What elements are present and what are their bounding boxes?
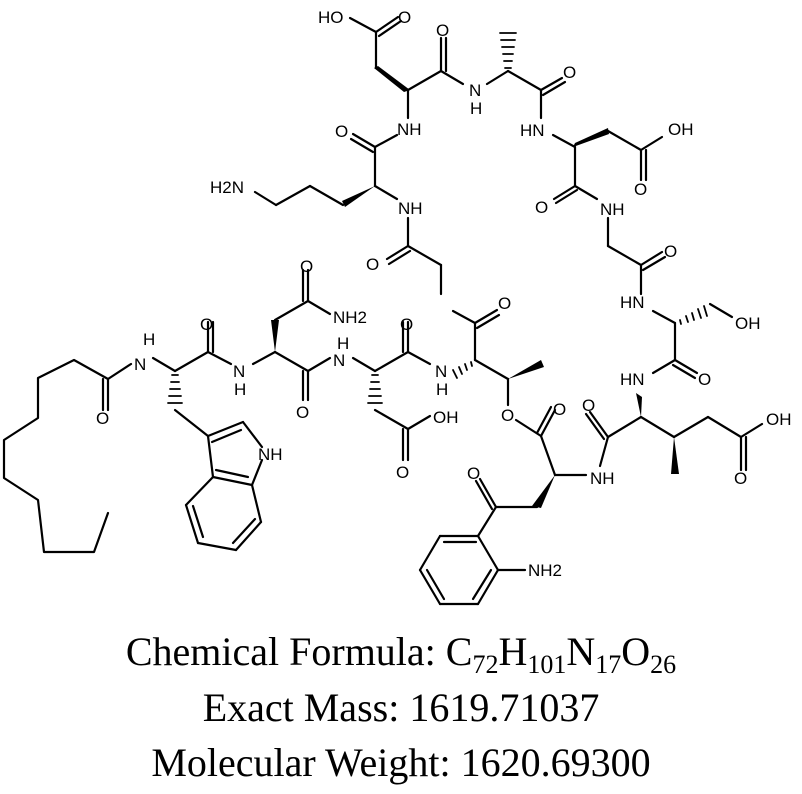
- asp-residue-top: [348, 15, 465, 120]
- orn-residue: [253, 132, 399, 207]
- molecular-structure-diagram: HO O O H N O HN OH O NH O H2N NH O O NH …: [2, 8, 792, 606]
- atom-label: N: [469, 81, 481, 100]
- atom-label: NH2: [528, 561, 562, 580]
- atom-label: O: [553, 400, 566, 419]
- atom-label: HN: [520, 121, 545, 140]
- atom-label: NH: [590, 469, 615, 488]
- atom-label: H: [436, 380, 448, 399]
- atom-label: HN: [620, 293, 645, 312]
- ala-residue-top: [485, 32, 567, 120]
- atom-label: N: [333, 351, 345, 370]
- atom-label: HO: [318, 8, 344, 27]
- asp-residue-center: [351, 320, 432, 462]
- atom-label: O: [200, 315, 213, 334]
- atom-label: O: [366, 255, 379, 274]
- atom-label: H: [143, 330, 155, 349]
- asn-residue: [251, 268, 332, 402]
- kyn-residue: [418, 405, 588, 606]
- atom-label: N: [134, 355, 146, 374]
- formula-label: Chemical Formula:: [125, 629, 446, 674]
- gly-residue-right: [606, 216, 667, 296]
- atom-label: O: [501, 406, 514, 425]
- atom-label: O: [467, 464, 480, 483]
- molecular-weight: Molecular Weight: 1620.69300: [0, 743, 802, 783]
- trp-residue: [151, 320, 264, 552]
- atom-label: O: [582, 396, 595, 415]
- formula-element-n: N: [566, 629, 596, 674]
- atom-label: O: [698, 370, 711, 389]
- atom-label: OH: [766, 410, 792, 429]
- atom-label: O: [535, 198, 548, 217]
- atom-label: H: [234, 380, 246, 399]
- formula-count-o: 26: [650, 650, 677, 679]
- formula-element-o: O: [621, 629, 651, 674]
- exact-mass-label: Exact Mass:: [202, 685, 410, 730]
- atom-label: O: [436, 21, 449, 40]
- atom-label: O: [335, 122, 348, 141]
- atom-label: H: [337, 334, 349, 353]
- methylglu-residue: [584, 393, 764, 474]
- atom-label: O: [300, 257, 313, 276]
- atom-label: O: [398, 8, 411, 27]
- chemical-formula: Chemical Formula: C72H101N17O26: [0, 629, 802, 678]
- formula-count-c: 72: [472, 650, 499, 679]
- gly-residue-center: [385, 216, 443, 296]
- formula-element-h: H: [498, 629, 528, 674]
- atom-label: O: [734, 469, 747, 488]
- atom-label: O: [634, 180, 647, 199]
- exact-mass-value: 1619.71037: [409, 685, 600, 730]
- atom-label: N: [233, 362, 245, 381]
- atom-label: NH2: [333, 308, 367, 327]
- atom-label: O: [664, 242, 677, 261]
- asp-residue-right: [551, 128, 664, 205]
- atom-label: O: [400, 315, 413, 334]
- ser-residue: [651, 302, 734, 380]
- decanoyl-chain: [2, 358, 133, 554]
- formula-count-h: 101: [527, 650, 567, 679]
- atom-label: NH: [258, 445, 283, 464]
- formula-element-c: C: [445, 629, 473, 674]
- atom-label: NH: [398, 199, 423, 218]
- thr-residue: [451, 308, 544, 407]
- molecular-weight-value: 1620.69300: [460, 740, 651, 785]
- atom-label: OH: [433, 408, 459, 427]
- atom-label: NH: [397, 120, 422, 139]
- atom-label: NH: [600, 200, 625, 219]
- atom-label: HN: [620, 370, 645, 389]
- molecular-weight-label: Molecular Weight:: [151, 740, 461, 785]
- atom-label: H2N: [210, 178, 244, 197]
- exact-mass: Exact Mass: 1619.71037: [0, 688, 802, 728]
- atom-label: OH: [668, 120, 694, 139]
- atom-label: O: [96, 409, 109, 428]
- atom-label: O: [396, 463, 409, 482]
- atom-label: H: [470, 99, 482, 118]
- atom-label: OH: [735, 314, 761, 333]
- atom-label: O: [498, 294, 511, 313]
- atom-label: O: [296, 403, 309, 422]
- formula-count-n: 17: [595, 650, 622, 679]
- atom-labels: HO O O H N O HN OH O NH O H2N NH O O NH …: [96, 8, 792, 580]
- atom-label: N: [435, 362, 447, 381]
- atom-label: O: [563, 63, 576, 82]
